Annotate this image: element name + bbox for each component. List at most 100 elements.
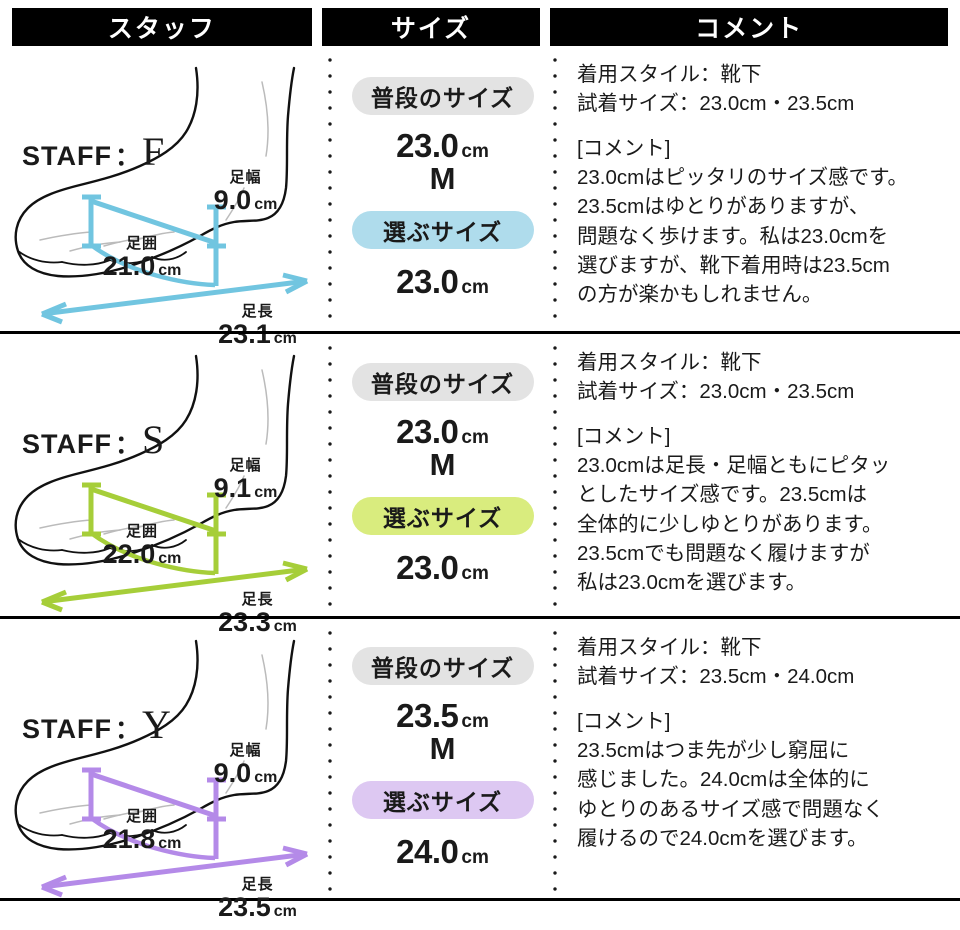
usual-size-value: 23.5 — [396, 696, 459, 734]
staff-colon: ： — [114, 143, 140, 171]
foot-length-unit: cm — [273, 617, 297, 635]
staff-initial: S — [142, 417, 165, 462]
foot-width-label: 足幅 — [229, 742, 262, 759]
column-divider-staff-size — [328, 52, 332, 325]
staff-initial: Y — [142, 702, 171, 747]
size-cell: 普段のサイズ 23.0 cm M 選ぶサイズ 23.0 cm — [330, 334, 555, 616]
comment-body-line: 問題なく歩けます。私は23.0cmを — [577, 224, 889, 248]
usual-size-unit: cm — [461, 140, 489, 162]
foot-width-value: 9.1 — [213, 472, 252, 503]
foot-length-value: 23.3 — [218, 606, 271, 637]
comment-body-line: 全体的に少しゆとりがあります。 — [577, 512, 883, 536]
foot-width-label: 足幅 — [229, 457, 262, 474]
foot-girth-unit: cm — [158, 834, 182, 852]
foot-length-unit: cm — [273, 329, 297, 347]
foot-width-unit: cm — [254, 768, 278, 786]
comment-cell: 着用スタイル：靴下 試着サイズ：23.0cm・23.5cm [コメント] 23.… — [555, 46, 960, 331]
comment-body-line: 感じました。24.0cmは全体的に — [577, 768, 870, 792]
usual-size-pill: 普段のサイズ — [351, 363, 534, 401]
comment-body-line: としたサイズ感です。23.5cmは — [577, 483, 868, 507]
size-cell: 普段のサイズ 23.5 cm M 選ぶサイズ 24.0 cm — [330, 619, 555, 898]
tried-sizes-line: 試着サイズ：23.0cm・23.5cm — [577, 380, 855, 404]
comment-spacer — [577, 118, 950, 134]
staff-word: STAFF — [22, 141, 112, 171]
foot-girth-value: 21.0 — [102, 250, 156, 281]
foot-length-unit: cm — [273, 902, 297, 920]
wearing-style-line: 着用スタイル：靴下 — [577, 351, 762, 374]
foot-girth-value: 22.0 — [102, 538, 156, 569]
chosen-size-value-row: 23.0 cm — [396, 549, 489, 587]
comment-body-line: の方が楽かもしれません。 — [577, 282, 823, 306]
comment-heading: [コメント] — [577, 137, 671, 161]
usual-size-unit: cm — [461, 710, 489, 732]
column-header-staff: スタッフ — [12, 8, 312, 46]
comment-body-line: 23.0cmはピッタリのサイズ感です。 — [577, 166, 909, 190]
column-header-comment: コメント — [550, 8, 948, 46]
foot-length-label: 足長 — [241, 876, 274, 893]
column-divider-staff-size — [328, 625, 332, 892]
staff-word: STAFF — [22, 429, 112, 459]
chosen-size-value: 24.0 — [396, 832, 459, 870]
chosen-size-unit: cm — [461, 846, 489, 868]
usual-size-unit: cm — [461, 427, 489, 448]
column-header-size: サイズ — [321, 8, 541, 46]
comment-cell: 着用スタイル：靴下 試着サイズ：23.0cm・23.5cm [コメント] 23.… — [555, 334, 960, 616]
usual-size-pill: 普段のサイズ — [351, 76, 534, 115]
comment-body-line: 私は23.0cmを選びます。 — [577, 570, 807, 594]
comment-heading: [コメント] — [577, 710, 671, 734]
chosen-size-value-row: 24.0 cm — [396, 833, 489, 871]
foot-girth-value: 21.8 — [102, 823, 156, 854]
foot-width-label: 足幅 — [229, 169, 262, 186]
usual-size-letter: M — [429, 447, 456, 482]
comment-body-line: ゆとりのあるサイズ感で問題なく — [577, 797, 884, 821]
chosen-size-pill: 選ぶサイズ — [351, 780, 534, 819]
staff-word: STAFF — [22, 714, 112, 744]
column-divider-size-comment — [553, 340, 557, 610]
foot-girth-unit: cm — [158, 261, 182, 279]
usual-size-value-row: 23.0 cm — [396, 127, 489, 165]
foot-width-unit: cm — [254, 483, 278, 501]
column-divider-staff-size — [328, 340, 332, 610]
usual-size-value-row: 23.5 cm — [396, 697, 489, 735]
usual-size-letter: M — [429, 160, 456, 196]
tried-sizes-line: 試着サイズ：23.0cm・23.5cm — [577, 92, 855, 116]
comment-body-line: 23.5cmはつま先が少し窮屈に — [577, 739, 850, 763]
comment-body: 23.5cmはつま先が少し窮屈に感じました。24.0cmは全体的にゆとりのあるサ… — [577, 736, 950, 852]
comment-body-line: 23.0cmは足長・足幅ともにピタッ — [577, 454, 891, 478]
chosen-size-pill: 選ぶサイズ — [351, 210, 534, 249]
wearing-style-line: 着用スタイル：靴下 — [577, 63, 762, 86]
staff-label: STAFF ： F — [22, 132, 164, 173]
tried-sizes-line: 試着サイズ：23.5cm・24.0cm — [577, 665, 855, 689]
table-header-row: スタッフ サイズ コメント — [0, 0, 960, 46]
foot-girth-label: 足囲 — [125, 523, 158, 540]
foot-girth-unit: cm — [158, 549, 182, 567]
foot-width-value: 9.0 — [213, 184, 252, 215]
comment-body-line: 選びますが、靴下着用時は23.5cm — [577, 253, 890, 277]
foot-diagram — [14, 354, 309, 613]
chosen-size-unit: cm — [461, 276, 489, 298]
comment-body-line: 23.5cmでも問題なく履けますが — [577, 541, 870, 565]
foot-diagram — [14, 639, 309, 898]
usual-size-value: 23.0 — [396, 126, 459, 164]
comment-cell: 着用スタイル：靴下 試着サイズ：23.5cm・24.0cm [コメント] 23.… — [555, 619, 960, 898]
staff-initial: F — [142, 129, 165, 174]
staff-label: STAFF ： Y — [22, 705, 171, 746]
usual-size-value-row: 23.0 cm — [396, 413, 489, 451]
staff-colon: ： — [114, 431, 140, 459]
chosen-size-value-row: 23.0 cm — [396, 263, 489, 301]
usual-size-letter: M — [429, 730, 456, 766]
comment-body-line: 履けるので24.0cmを選びます。 — [577, 826, 868, 850]
